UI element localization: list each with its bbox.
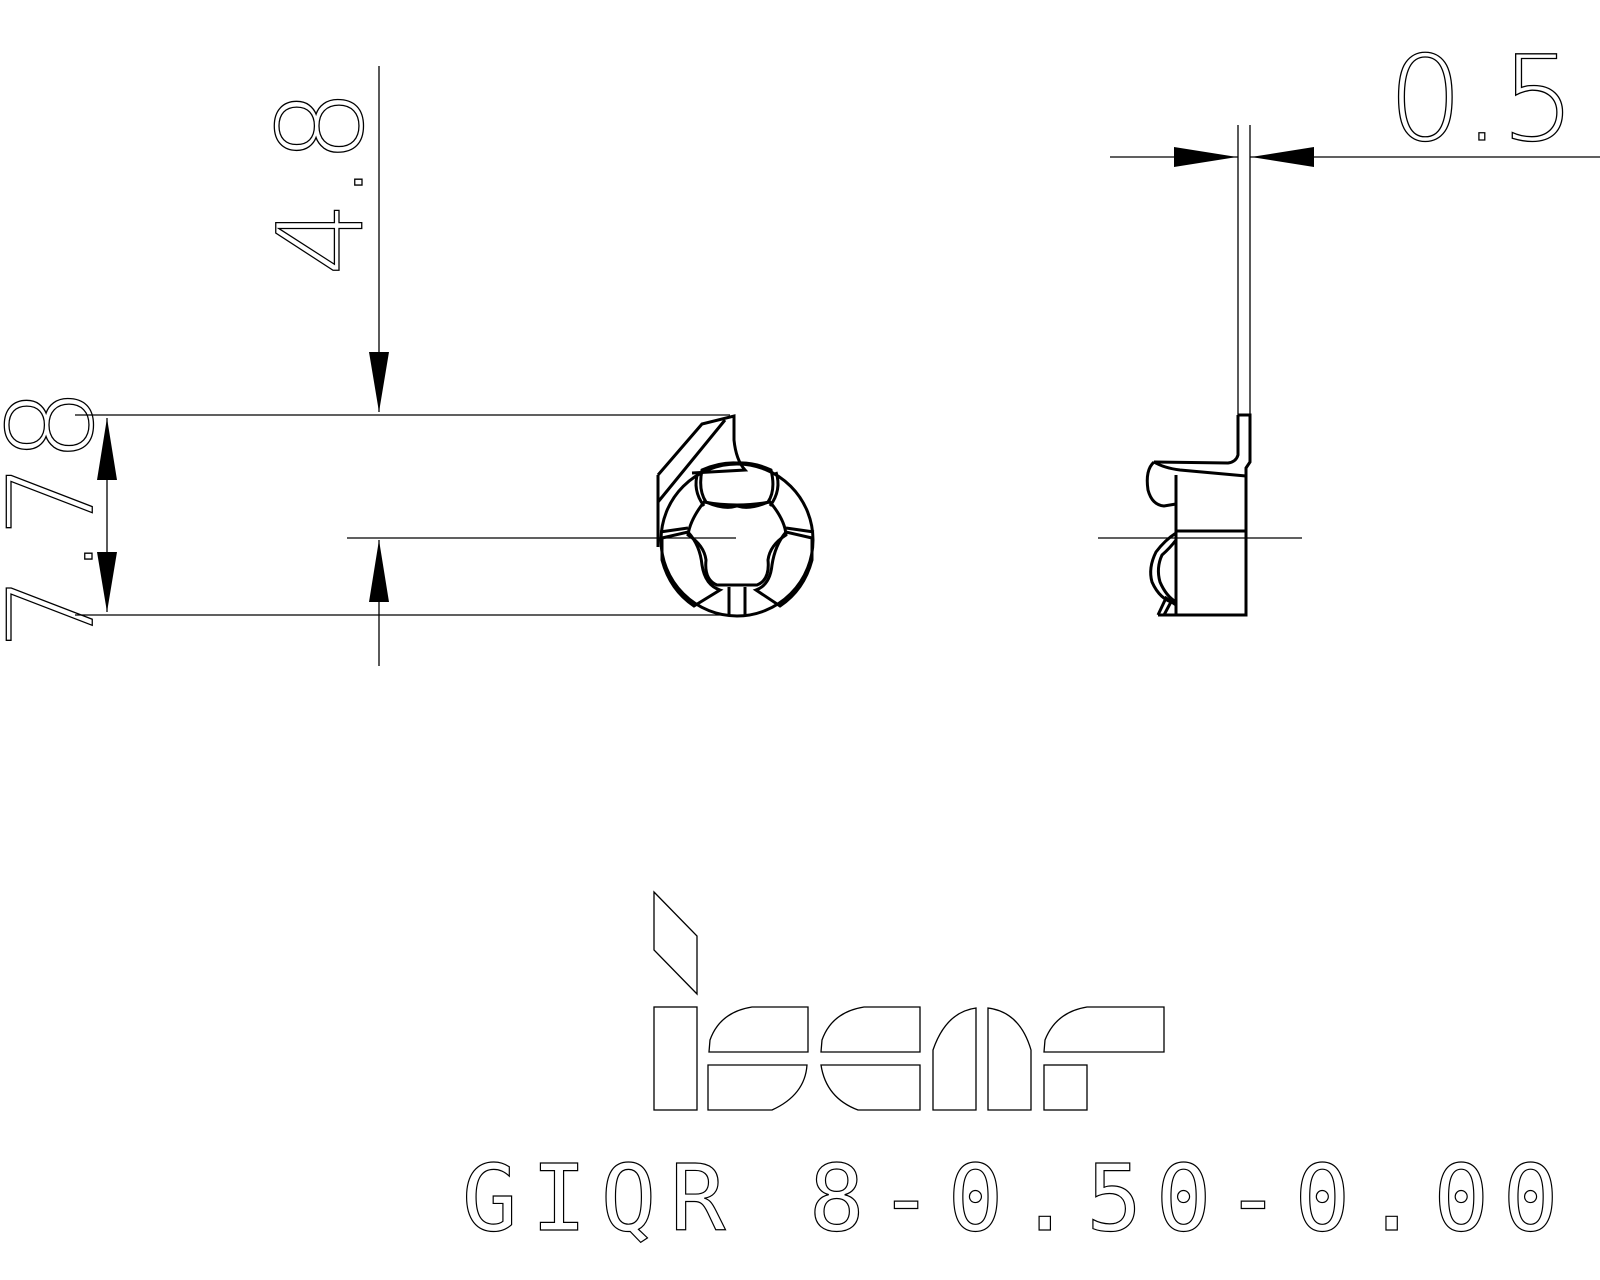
side-view xyxy=(1145,413,1252,617)
front-view xyxy=(656,414,815,618)
dimension-4-8: 4.8 xyxy=(251,66,391,666)
dimension-0-5: 0.5 xyxy=(1110,29,1600,418)
part-number: GIQR 8-0.50-0.00 xyxy=(462,1145,1572,1252)
dimension-0-5-label: 0.5 xyxy=(1388,30,1576,168)
dimension-4-8-label: 4.8 xyxy=(252,88,390,276)
iscar-logo xyxy=(653,890,1165,1111)
dimension-7-78-label: 7.78 xyxy=(0,387,120,650)
dimension-7-78: 7.78 xyxy=(0,387,730,651)
